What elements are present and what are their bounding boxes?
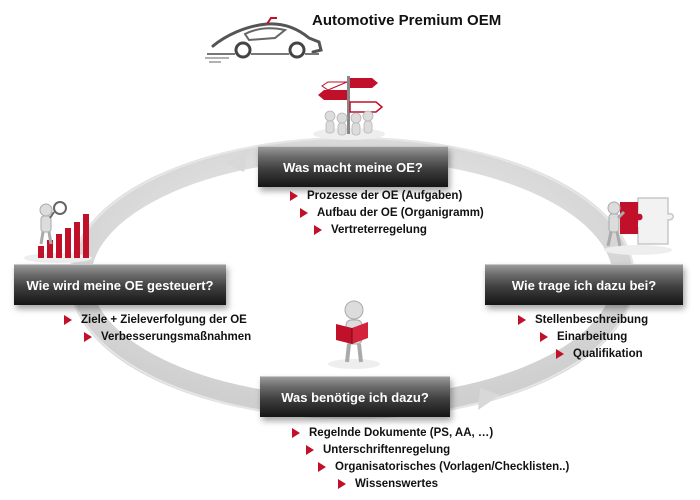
list-item: Prozesse der OE (Aufgaben)	[290, 190, 462, 202]
list-item: Einarbeitung	[540, 331, 627, 343]
bullet-arrow-icon	[290, 191, 298, 201]
bullet-arrow-icon	[300, 208, 308, 218]
bullet-arrow-icon	[64, 315, 72, 325]
node-left-box: Wie wird meine OE gesteuert?	[14, 264, 226, 305]
growth-chart-figure-icon	[24, 201, 92, 263]
reading-figure-icon	[328, 300, 380, 369]
list-item: Organisatorisches (Vorlagen/Checklisten.…	[318, 461, 569, 473]
list-item: Vertreterregelung	[314, 224, 427, 236]
bullet-arrow-icon	[292, 428, 300, 438]
bullet-arrow-icon	[556, 349, 564, 359]
list-item: Unterschriftenregelung	[306, 444, 450, 456]
bullet-arrow-icon	[84, 332, 92, 342]
bullet-arrow-icon	[306, 445, 314, 455]
node-left-label: Wie wird meine OE gesteuert?	[26, 277, 214, 293]
node-top-box: Was macht meine OE?	[258, 146, 448, 187]
node-bottom-label: Was benötige ich dazu?	[281, 389, 429, 405]
list-item: Stellenbeschreibung	[518, 314, 648, 326]
bullet-arrow-icon	[540, 332, 548, 342]
list-item: Regelnde Dokumente (PS, AA, …)	[292, 427, 493, 439]
list-item: Ziele + Zieleverfolgung der OE	[64, 314, 247, 326]
node-top-label: Was macht meine OE?	[283, 159, 423, 175]
puzzle-figure-icon	[604, 197, 674, 255]
bullet-arrow-icon	[518, 315, 526, 325]
bullet-arrow-icon	[318, 462, 326, 472]
bullet-arrow-icon	[338, 479, 346, 489]
node-bottom-box: Was benötige ich dazu?	[260, 376, 450, 417]
node-right-label: Wie trage ich dazu bei?	[511, 277, 657, 293]
list-item: Aufbau der OE (Organigramm)	[300, 207, 484, 219]
signpost-people-icon	[313, 76, 385, 140]
list-item: Verbesserungsmaßnahmen	[84, 331, 251, 343]
bullet-arrow-icon	[314, 225, 322, 235]
list-item: Wissenswertes	[338, 478, 438, 490]
header-title: Automotive Premium OEM	[312, 12, 502, 29]
node-right-box: Wie trage ich dazu bei?	[485, 264, 683, 305]
car-logo-icon	[205, 17, 323, 63]
list-item: Qualifikation	[556, 348, 643, 360]
